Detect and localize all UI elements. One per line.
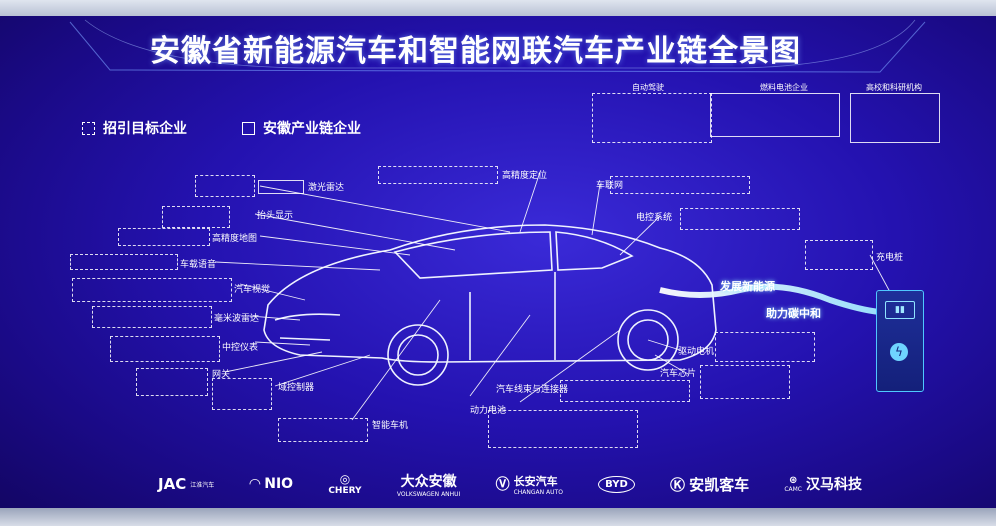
- label-charging: 充电桩: [876, 253, 904, 263]
- legend-target: 招引目标企业: [82, 118, 187, 138]
- legend-dashed-swatch: [82, 121, 95, 135]
- iov-box: [610, 176, 750, 194]
- hud-companies-box: [162, 206, 230, 228]
- bolt-icon: ϟ: [890, 343, 908, 361]
- charger-screen: ▮▮: [885, 301, 915, 319]
- vw-anhui-logo: 大众安徽 VOLKSWAGEN ANHUI: [397, 471, 461, 498]
- brand-logo-bar: JAC 江淮汽车 ◠ NIO ◎ CHERY 大众安徽 VOLKSWAGEN A…: [140, 462, 880, 506]
- category-research: 高校和科研机构: [866, 83, 922, 92]
- changan-mark-icon: Ⓥ: [495, 477, 510, 493]
- ecs-box: [680, 208, 800, 230]
- mmwave-companies-box: [92, 306, 212, 328]
- wall-top: [0, 0, 996, 16]
- label-iov: 车联网: [596, 181, 624, 191]
- slogan-develop: 发展新能源: [720, 280, 775, 293]
- page-title: 安徽省新能源汽车和智能网联汽车产业链全景图: [150, 34, 801, 69]
- changan-logo: Ⓥ 长安汽车 CHANGAN AUTO: [496, 473, 563, 496]
- label-cluster: 中控仪表: [222, 343, 259, 353]
- label-hdmap: 高精度地图: [212, 234, 258, 244]
- label-battery: 动力电池: [470, 406, 507, 416]
- label-positioning: 高精度定位: [502, 171, 548, 181]
- domain-controller-box: [212, 378, 272, 410]
- charging-station: ▮▮ ϟ: [876, 290, 924, 392]
- legend-target-label: 招引目标企业: [103, 121, 187, 137]
- label-voice: 车载语音: [180, 260, 217, 270]
- category-autodrive: 自动驾驶: [632, 83, 664, 92]
- legend-solid-swatch: [242, 121, 255, 135]
- label-lidar: 激光雷达: [308, 183, 345, 193]
- vision-companies-box: [72, 278, 232, 302]
- label-gateway: 网关: [212, 370, 231, 380]
- category-fuelcell: 燃料电池企业: [760, 83, 808, 92]
- byd-logo: BYD: [598, 475, 635, 493]
- harness-box: [560, 380, 690, 402]
- label-mmwave-radar: 毫米波雷达: [214, 314, 260, 324]
- gateway-companies-box: [136, 368, 208, 396]
- legend-anhui: 安徽产业链企业: [242, 118, 361, 138]
- slogan-carbon: 助力碳中和: [766, 307, 821, 320]
- label-motor: 驱动电机: [678, 347, 715, 357]
- research-institutes-box: [850, 93, 940, 143]
- label-harness: 汽车线束与连接器: [496, 385, 569, 395]
- vw-logo-text: 大众安徽: [400, 473, 457, 490]
- chery-mark-icon: ◎: [339, 472, 351, 486]
- positioning-box: [378, 166, 498, 184]
- ankai-mark-icon: Ⓚ: [670, 475, 686, 494]
- changan-logo-sub: CHANGAN AUTO: [513, 488, 563, 496]
- motor-box: [715, 332, 815, 362]
- lidar-companies-box: [195, 175, 255, 197]
- legend-anhui-label: 安徽产业链企业: [263, 121, 361, 137]
- chery-logo-text: CHERY: [328, 486, 362, 496]
- cluster-companies-box: [110, 336, 220, 362]
- battery-box: [488, 410, 638, 448]
- nio-logo-text: NIO: [264, 476, 294, 492]
- hanma-logo: ⊛ CAMC 汉马科技: [784, 474, 862, 494]
- label-hud: 抬头显示: [257, 211, 294, 221]
- voice-companies-box: [70, 254, 178, 270]
- hanma-logo-text: 汉马科技: [806, 477, 862, 493]
- jac-logo-text: JAC: [158, 475, 187, 493]
- ankai-logo-text: 安凯客车: [689, 475, 750, 494]
- nio-mark-icon: ◠: [249, 476, 261, 492]
- changan-logo-text: 长安汽车: [513, 474, 558, 488]
- jac-logo: JAC 江淮汽车: [158, 475, 214, 493]
- chery-logo: ◎ CHERY: [328, 472, 361, 496]
- label-infotainment: 智能车机: [372, 421, 409, 431]
- label-vision: 汽车视觉: [234, 285, 271, 295]
- ankai-logo: Ⓚ 安凯客车: [670, 474, 749, 495]
- lidar-anhui-box: [258, 180, 304, 194]
- hanma-mark-icon: ⊛: [788, 475, 798, 486]
- label-ecs: 电控系统: [636, 213, 673, 223]
- hanma-logo-prefix: CAMC: [784, 486, 802, 493]
- autodrive-companies-box: [592, 93, 712, 143]
- label-domain-controller: 域控制器: [278, 383, 315, 393]
- wall-bottom: [0, 508, 996, 526]
- chip-box: [700, 365, 790, 399]
- byd-logo-text: BYD: [605, 478, 628, 490]
- fuelcell-companies-box: [710, 93, 840, 137]
- hdmap-companies-box: [118, 228, 210, 246]
- label-chip: 汽车芯片: [660, 369, 697, 379]
- infotainment-box: [278, 418, 368, 442]
- nio-logo: ◠ NIO: [249, 476, 293, 492]
- jac-logo-sub: 江淮汽车: [190, 481, 215, 489]
- charging-box: [805, 240, 873, 270]
- vw-logo-sub: VOLKSWAGEN ANHUI: [396, 490, 461, 498]
